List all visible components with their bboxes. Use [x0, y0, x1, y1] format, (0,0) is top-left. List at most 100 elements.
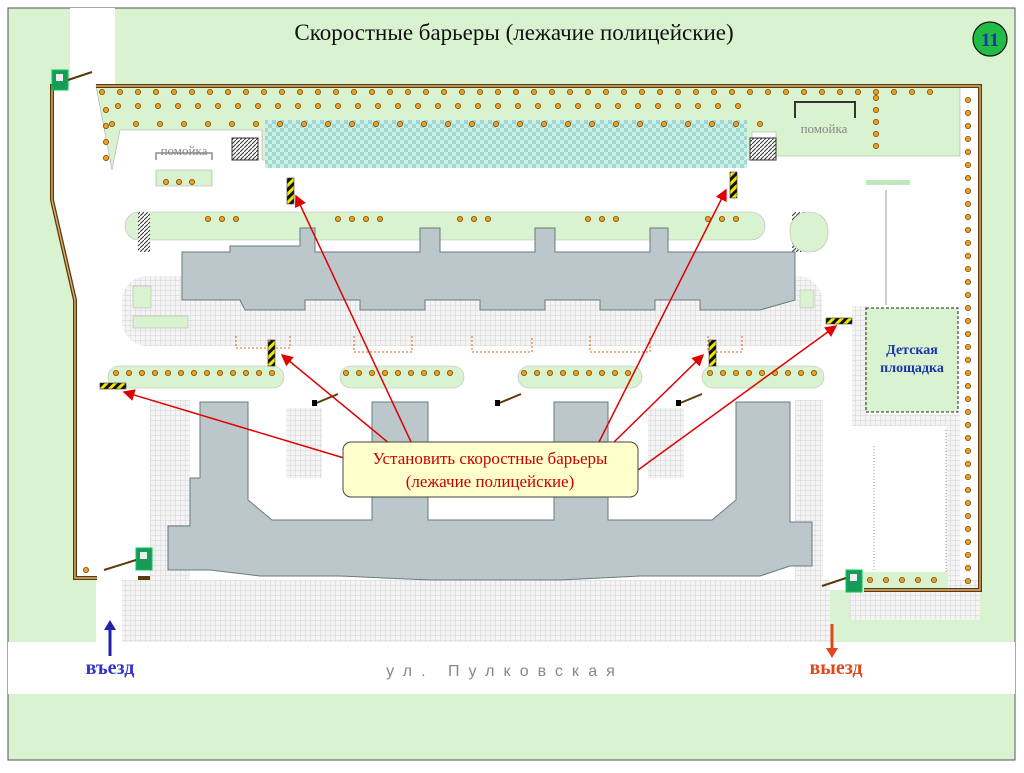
tree-dot	[560, 369, 567, 376]
trash-container	[231, 137, 259, 161]
tree-dot	[965, 343, 972, 350]
tree-dot	[355, 369, 362, 376]
tree-dot	[242, 89, 249, 96]
tree-dot	[103, 123, 110, 130]
tree-dot	[965, 110, 972, 117]
tree-dot	[707, 369, 714, 376]
speed-bump	[729, 171, 738, 199]
tree-dot	[965, 526, 972, 533]
tree-dot	[232, 215, 239, 222]
barrier-arm[interactable]	[676, 393, 703, 406]
tree-dot	[720, 369, 727, 376]
callout-line1: Установить скоростные барьеры	[373, 449, 609, 468]
tree-dot	[204, 215, 211, 222]
tree-dot	[855, 89, 862, 96]
tree-dot	[675, 103, 682, 110]
gate-booth[interactable]	[51, 69, 93, 91]
tree-dot	[965, 486, 972, 493]
tree-dot	[175, 178, 182, 185]
tree-dot	[454, 103, 461, 110]
speed-bump	[286, 177, 295, 205]
tree-dot	[746, 369, 753, 376]
bench	[866, 180, 910, 185]
tree-dot	[535, 103, 542, 110]
slide-number: 11	[981, 30, 999, 51]
tree-dot	[837, 89, 844, 96]
tree-dot	[555, 103, 562, 110]
lawn-patch	[155, 169, 213, 187]
tree-dot	[621, 89, 628, 96]
entry-label: въезд	[86, 657, 135, 679]
paved-zone	[122, 580, 830, 642]
tree-dot	[965, 552, 972, 559]
courtyard-lawn	[517, 365, 643, 389]
tree-dot	[547, 369, 554, 376]
tree-dot	[765, 89, 772, 96]
tree-dot	[348, 215, 355, 222]
speed-bump	[708, 339, 717, 367]
tree-dot	[214, 103, 221, 110]
courtyard-lawn	[124, 211, 766, 241]
tree-dot	[719, 215, 726, 222]
tree-dot	[965, 291, 972, 298]
tree-dot	[785, 369, 792, 376]
exit-arrow-head-icon	[826, 648, 838, 658]
tree-dot	[476, 89, 483, 96]
tree-dot	[154, 103, 161, 110]
tree-dot	[931, 577, 938, 584]
tree-dot	[883, 577, 890, 584]
gate-booth[interactable]	[103, 547, 153, 571]
barrier-arm[interactable]	[495, 393, 522, 406]
tree-dot	[915, 577, 922, 584]
tree-dot	[965, 460, 972, 467]
tree-dot	[575, 103, 582, 110]
tree-dot	[513, 89, 520, 96]
tree-dot	[599, 215, 606, 222]
tree-dot	[965, 447, 972, 454]
tree-dot	[138, 369, 145, 376]
tree-dot	[386, 89, 393, 96]
entry-road	[96, 580, 118, 642]
tree-dot	[531, 89, 538, 96]
tree-dot	[675, 89, 682, 96]
tree-dot	[177, 369, 184, 376]
tree-dot	[965, 187, 972, 194]
tree-dot	[965, 408, 972, 415]
tree-dot	[99, 89, 106, 96]
tree-dot	[965, 473, 972, 480]
parking-area	[265, 120, 747, 168]
parking-loop	[235, 336, 291, 349]
tree-dot	[965, 200, 972, 207]
tree-dot	[376, 215, 383, 222]
tree-dot	[494, 103, 501, 110]
tree-dot	[637, 121, 644, 128]
gate-booth[interactable]	[821, 569, 863, 593]
trash-enclosure-left	[155, 152, 213, 160]
barrier-arm[interactable]	[312, 393, 339, 406]
tree-dot	[965, 239, 972, 246]
tree-dot	[965, 174, 972, 181]
speed-bump	[99, 382, 127, 390]
tree-dot	[354, 103, 361, 110]
tree-dot	[873, 119, 880, 126]
tree-dot	[103, 154, 110, 161]
courtyard-lawn	[701, 365, 825, 389]
tree-dot	[274, 103, 281, 110]
tree-dot	[759, 369, 766, 376]
tree-dot	[117, 89, 124, 96]
parking-loop	[471, 336, 533, 353]
tree-dot	[434, 103, 441, 110]
tree-dot	[965, 226, 972, 233]
tree-dot	[296, 89, 303, 96]
tree-dot	[268, 369, 275, 376]
tree-dot	[657, 89, 664, 96]
tree-dot	[350, 89, 357, 96]
courtyard-lawn	[789, 211, 829, 253]
page-title: Скоростные барьеры (лежачие полицейские)	[294, 20, 733, 45]
paved-zone	[946, 414, 960, 598]
tree-dot	[709, 121, 716, 128]
tree-dot	[420, 121, 427, 128]
tree-dot	[515, 103, 522, 110]
